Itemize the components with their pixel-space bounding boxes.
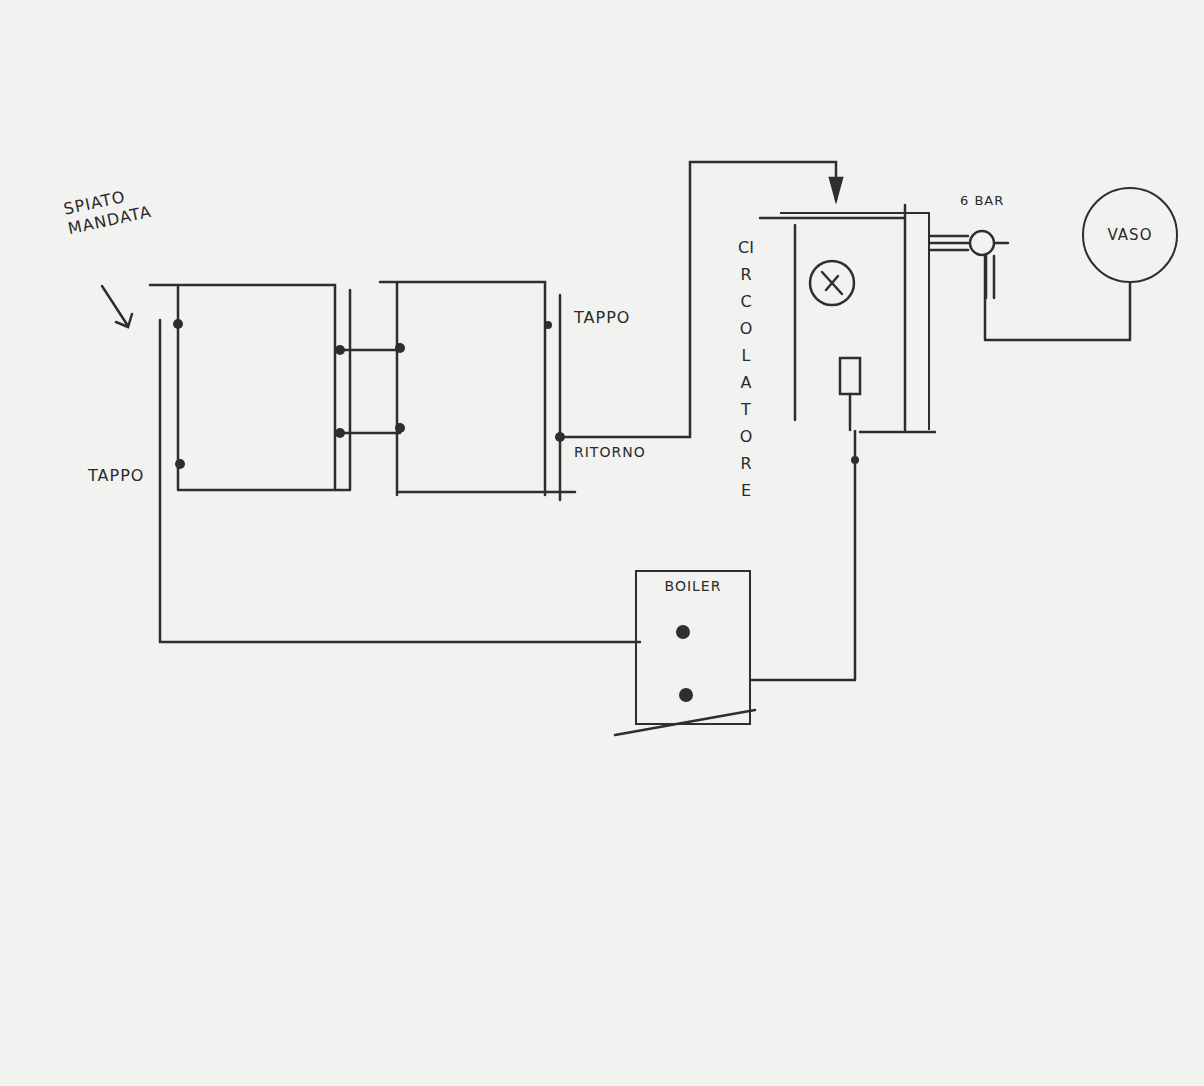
indicator-label: SPIATO MANDATA — [62, 175, 188, 239]
fitting-dots — [173, 319, 859, 702]
radiator-left — [150, 285, 350, 490]
node-text: BOILER — [637, 572, 749, 594]
pressure-label: 6 BAR — [960, 193, 1004, 208]
fitting-label: RITORNO — [574, 444, 646, 460]
node-text: CIRCOLATORE — [738, 234, 754, 504]
circulator-pump — [840, 358, 860, 394]
expansion-vessel: VASO — [1082, 187, 1178, 283]
radiator-right — [380, 282, 575, 500]
fitting-label: TAPPO — [574, 308, 630, 327]
pressure-gauge — [810, 261, 854, 305]
pipe-connector — [751, 430, 855, 680]
pipe-connector — [930, 243, 1130, 340]
valve-stem — [986, 256, 994, 298]
gauge-needle — [822, 272, 842, 294]
pump-stem — [849, 394, 852, 430]
safety-valve — [970, 231, 994, 255]
flow-arrow — [830, 178, 842, 200]
circulator-inner-line — [760, 205, 935, 432]
supply-pipe — [160, 320, 640, 642]
node-text: VASO — [1108, 226, 1153, 244]
radiator-link — [340, 350, 400, 433]
fitting-label: TAPPO — [88, 466, 144, 485]
circulator-box: CIRCOLATORE — [780, 212, 930, 430]
leader-arrow — [102, 286, 132, 327]
boiler-box: BOILER — [635, 570, 751, 725]
